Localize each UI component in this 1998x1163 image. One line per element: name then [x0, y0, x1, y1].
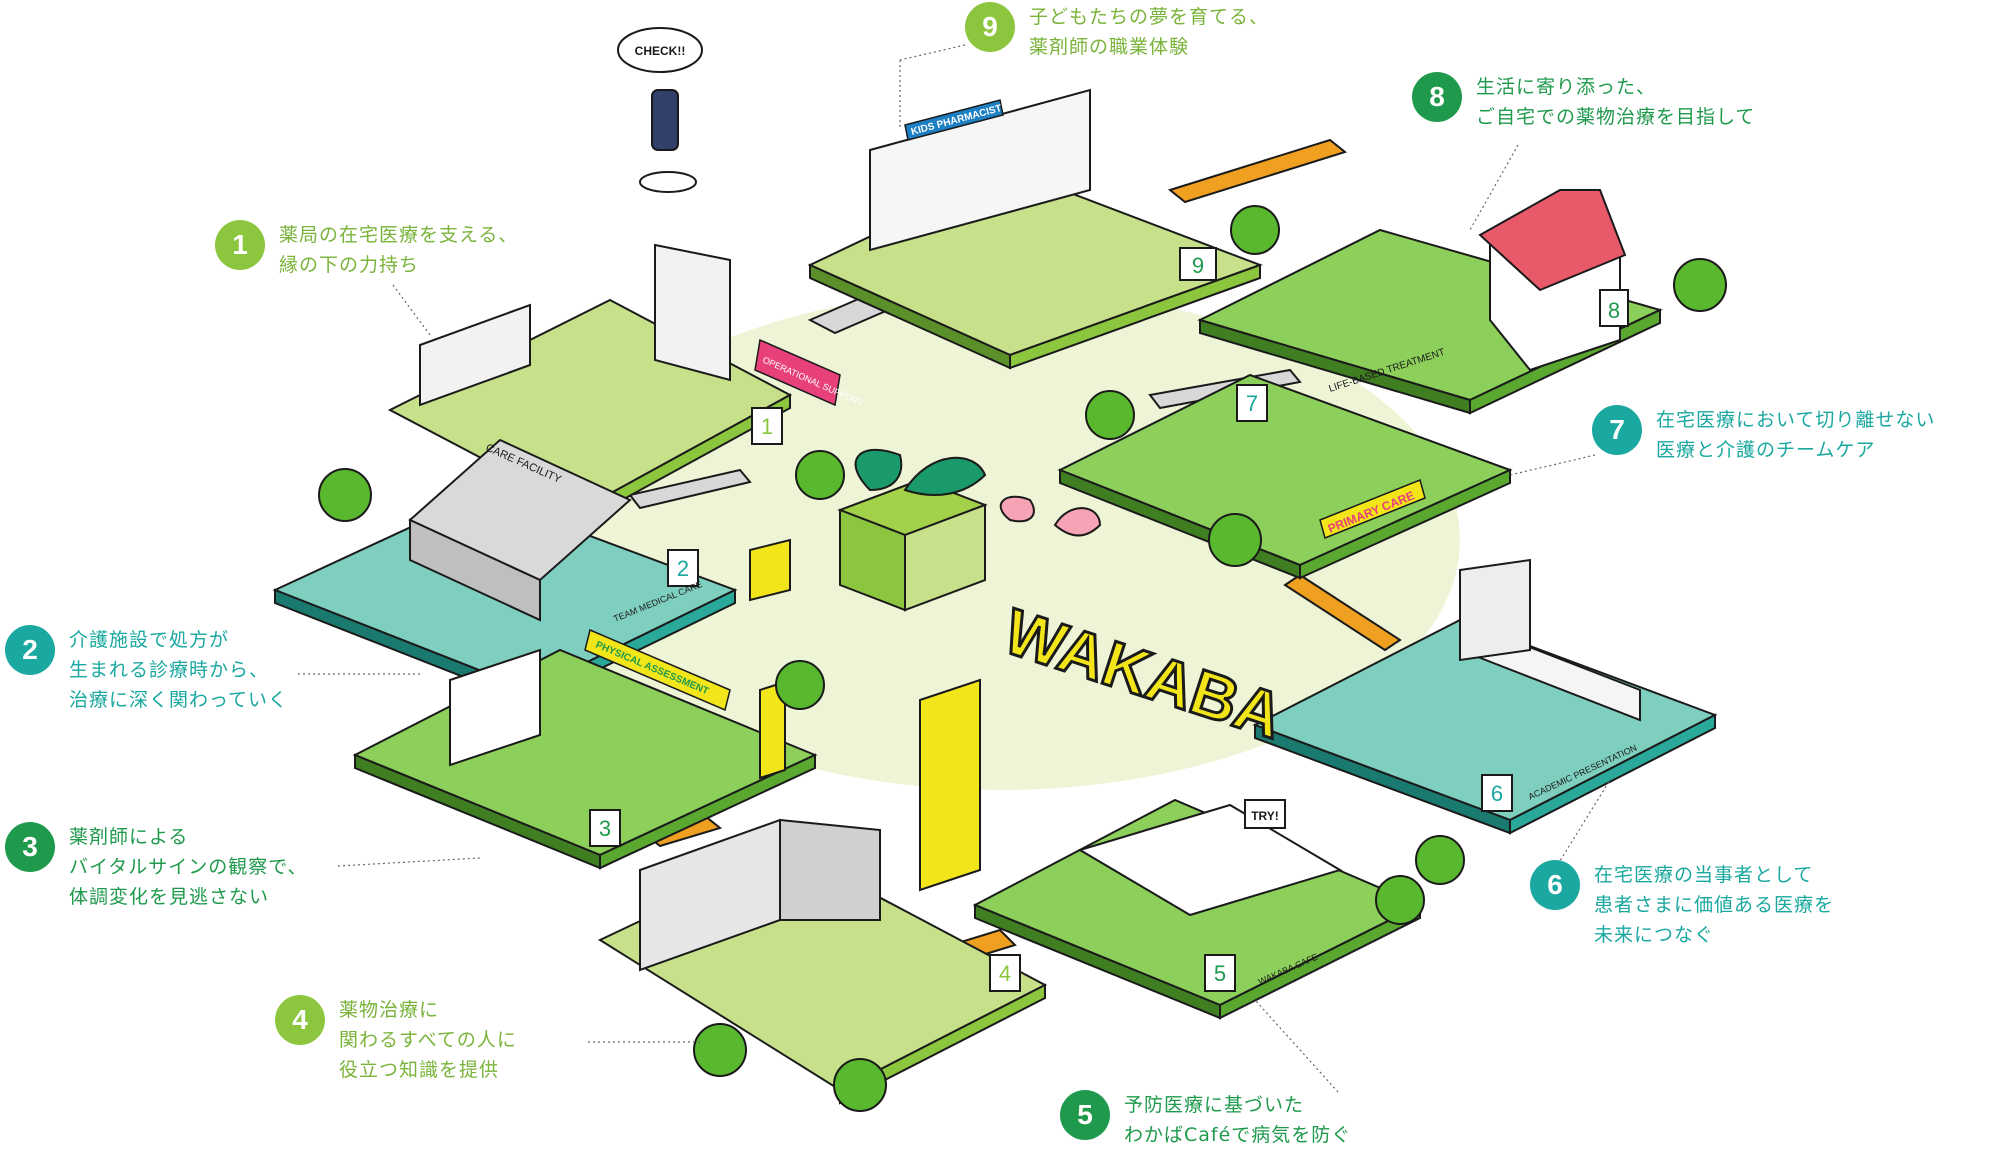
callout-badge-2: 2: [5, 625, 55, 675]
callout-3-line-3: 体調変化を見逃さない: [69, 886, 270, 908]
callout-4-line-3: 役立つ知識を提供: [339, 1059, 500, 1081]
callout-text-3: 薬剤師による バイタルサインの観察で、 体調変化を見逃さない: [69, 822, 307, 912]
tile-number-5: 5: [1214, 961, 1226, 986]
tile-3-physical-assessment: PHYSICAL ASSESSMENT 3: [352, 628, 818, 870]
callout-4: 4 薬物治療に 関わるすべての人に 役立つ知識を提供: [275, 995, 517, 1085]
callout-text-5: 予防医療に基づいた わかばCaféで病気を防ぐ: [1124, 1090, 1351, 1150]
callout-6-line-2: 患者さまに価値ある医療を: [1594, 894, 1835, 916]
check-speech-bubble: CHECK!!: [617, 27, 703, 193]
callout-text-2: 介護施設で処方が 生まれる診療時から、 治療に深く関わっていく: [69, 625, 288, 715]
tile-number-6: 6: [1491, 781, 1503, 806]
callout-text-9: 子どもたちの夢を育てる、 薬剤師の職業体験: [1029, 2, 1269, 62]
callout-text-1: 薬局の在宅医療を支える、 縁の下の力持ち: [279, 220, 518, 280]
callout-badge-1: 1: [215, 220, 265, 270]
tile-number-2: 2: [677, 556, 689, 581]
tile-number-9: 9: [1192, 253, 1204, 278]
tile-number-7: 7: [1246, 391, 1258, 416]
callout-1-line-2: 縁の下の力持ち: [279, 254, 420, 276]
tile-2-care-facility: CARE FACILITY 2 TEAM MEDICAL CARE: [272, 438, 738, 705]
tile-number-4: 4: [999, 961, 1011, 986]
callout-2-line-3: 治療に深く関わっていく: [69, 689, 289, 711]
callout-4-line-2: 関わるすべての人に: [339, 1029, 517, 1051]
tile-8-home: 8 LIFE-BASED TREATMENT: [1197, 189, 1663, 415]
callout-2-line-1: 介護施設で処方が: [69, 629, 230, 651]
callout-7-line-2: 医療と介護のチームケア: [1656, 439, 1876, 461]
callout-1: 1 薬局の在宅医療を支える、 縁の下の力持ち: [215, 220, 518, 280]
callout-6: 6 在宅医療の当事者として 患者さまに価値ある医療を 未来につなぐ: [1530, 860, 1834, 950]
callout-5-line-2: わかばCaféで病気を防ぐ: [1124, 1124, 1352, 1146]
callout-6-line-1: 在宅医療の当事者として: [1594, 864, 1814, 886]
callout-8: 8 生活に寄り添った、 ご自宅での薬物治療を目指して: [1412, 72, 1755, 132]
trees: [318, 205, 1727, 1112]
callout-text-6: 在宅医療の当事者として 患者さまに価値ある医療を 未来につなぐ: [1594, 860, 1834, 950]
callout-7: 7 在宅医療において切り離せない 医療と介護のチームケア: [1592, 405, 1935, 465]
callout-5-line-1: 予防医療に基づいた: [1124, 1094, 1305, 1116]
callout-badge-6: 6: [1530, 860, 1580, 910]
callout-text-8: 生活に寄り添った、 ご自宅での薬物治療を目指して: [1476, 72, 1755, 132]
callout-6-line-3: 未来につなぐ: [1594, 924, 1715, 946]
tile-number-3: 3: [599, 816, 611, 841]
callout-3-line-2: バイタルサインの観察で、: [69, 856, 308, 878]
tile-4-seminar: 4: [597, 818, 1048, 1105]
central-pharmacy: [749, 449, 988, 892]
callout-9-line-2: 薬剤師の職業体験: [1029, 36, 1190, 58]
callout-1-line-1: 薬局の在宅医療を支える、: [279, 224, 519, 246]
tile-9-kids-pharmacist: KIDS PHARMACIST 9: [807, 88, 1263, 370]
callout-badge-4: 4: [275, 995, 325, 1045]
tile-5-wakaba-cafe: TRY! 5 WAKABA CAFE: [972, 798, 1423, 1020]
callout-3-line-1: 薬剤師による: [69, 826, 189, 848]
callout-9: 9 子どもたちの夢を育てる、 薬剤師の職業体験: [965, 2, 1269, 62]
sign-try: TRY!: [1251, 809, 1279, 823]
check-text: CHECK!!: [635, 44, 686, 58]
callout-8-line-2: ご自宅での薬物治療を目指して: [1476, 106, 1756, 128]
callout-2-line-2: 生まれる診療時から、: [69, 659, 270, 681]
callout-text-4: 薬物治療に 関わるすべての人に 役立つ知識を提供: [339, 995, 517, 1085]
callout-badge-7: 7: [1592, 405, 1642, 455]
tile-number-1: 1: [761, 414, 773, 439]
callout-5: 5 予防医療に基づいた わかばCaféで病気を防ぐ: [1060, 1090, 1351, 1150]
callout-2: 2 介護施設で処方が 生まれる診療時から、 治療に深く関わっていく: [5, 625, 288, 715]
callout-8-line-1: 生活に寄り添った、: [1476, 76, 1657, 98]
callout-4-line-1: 薬物治療に: [339, 999, 440, 1021]
callout-7-line-1: 在宅医療において切り離せない: [1656, 409, 1936, 431]
callout-badge-9: 9: [965, 2, 1015, 52]
callout-9-line-1: 子どもたちの夢を育てる、: [1029, 6, 1270, 28]
callout-badge-8: 8: [1412, 72, 1462, 122]
callout-badge-3: 3: [5, 822, 55, 872]
tile-number-8: 8: [1608, 298, 1620, 323]
callout-text-7: 在宅医療において切り離せない 医療と介護のチームケア: [1656, 405, 1935, 465]
callout-badge-5: 5: [1060, 1090, 1110, 1140]
callout-3: 3 薬剤師による バイタルサインの観察で、 体調変化を見逃さない: [5, 822, 307, 912]
